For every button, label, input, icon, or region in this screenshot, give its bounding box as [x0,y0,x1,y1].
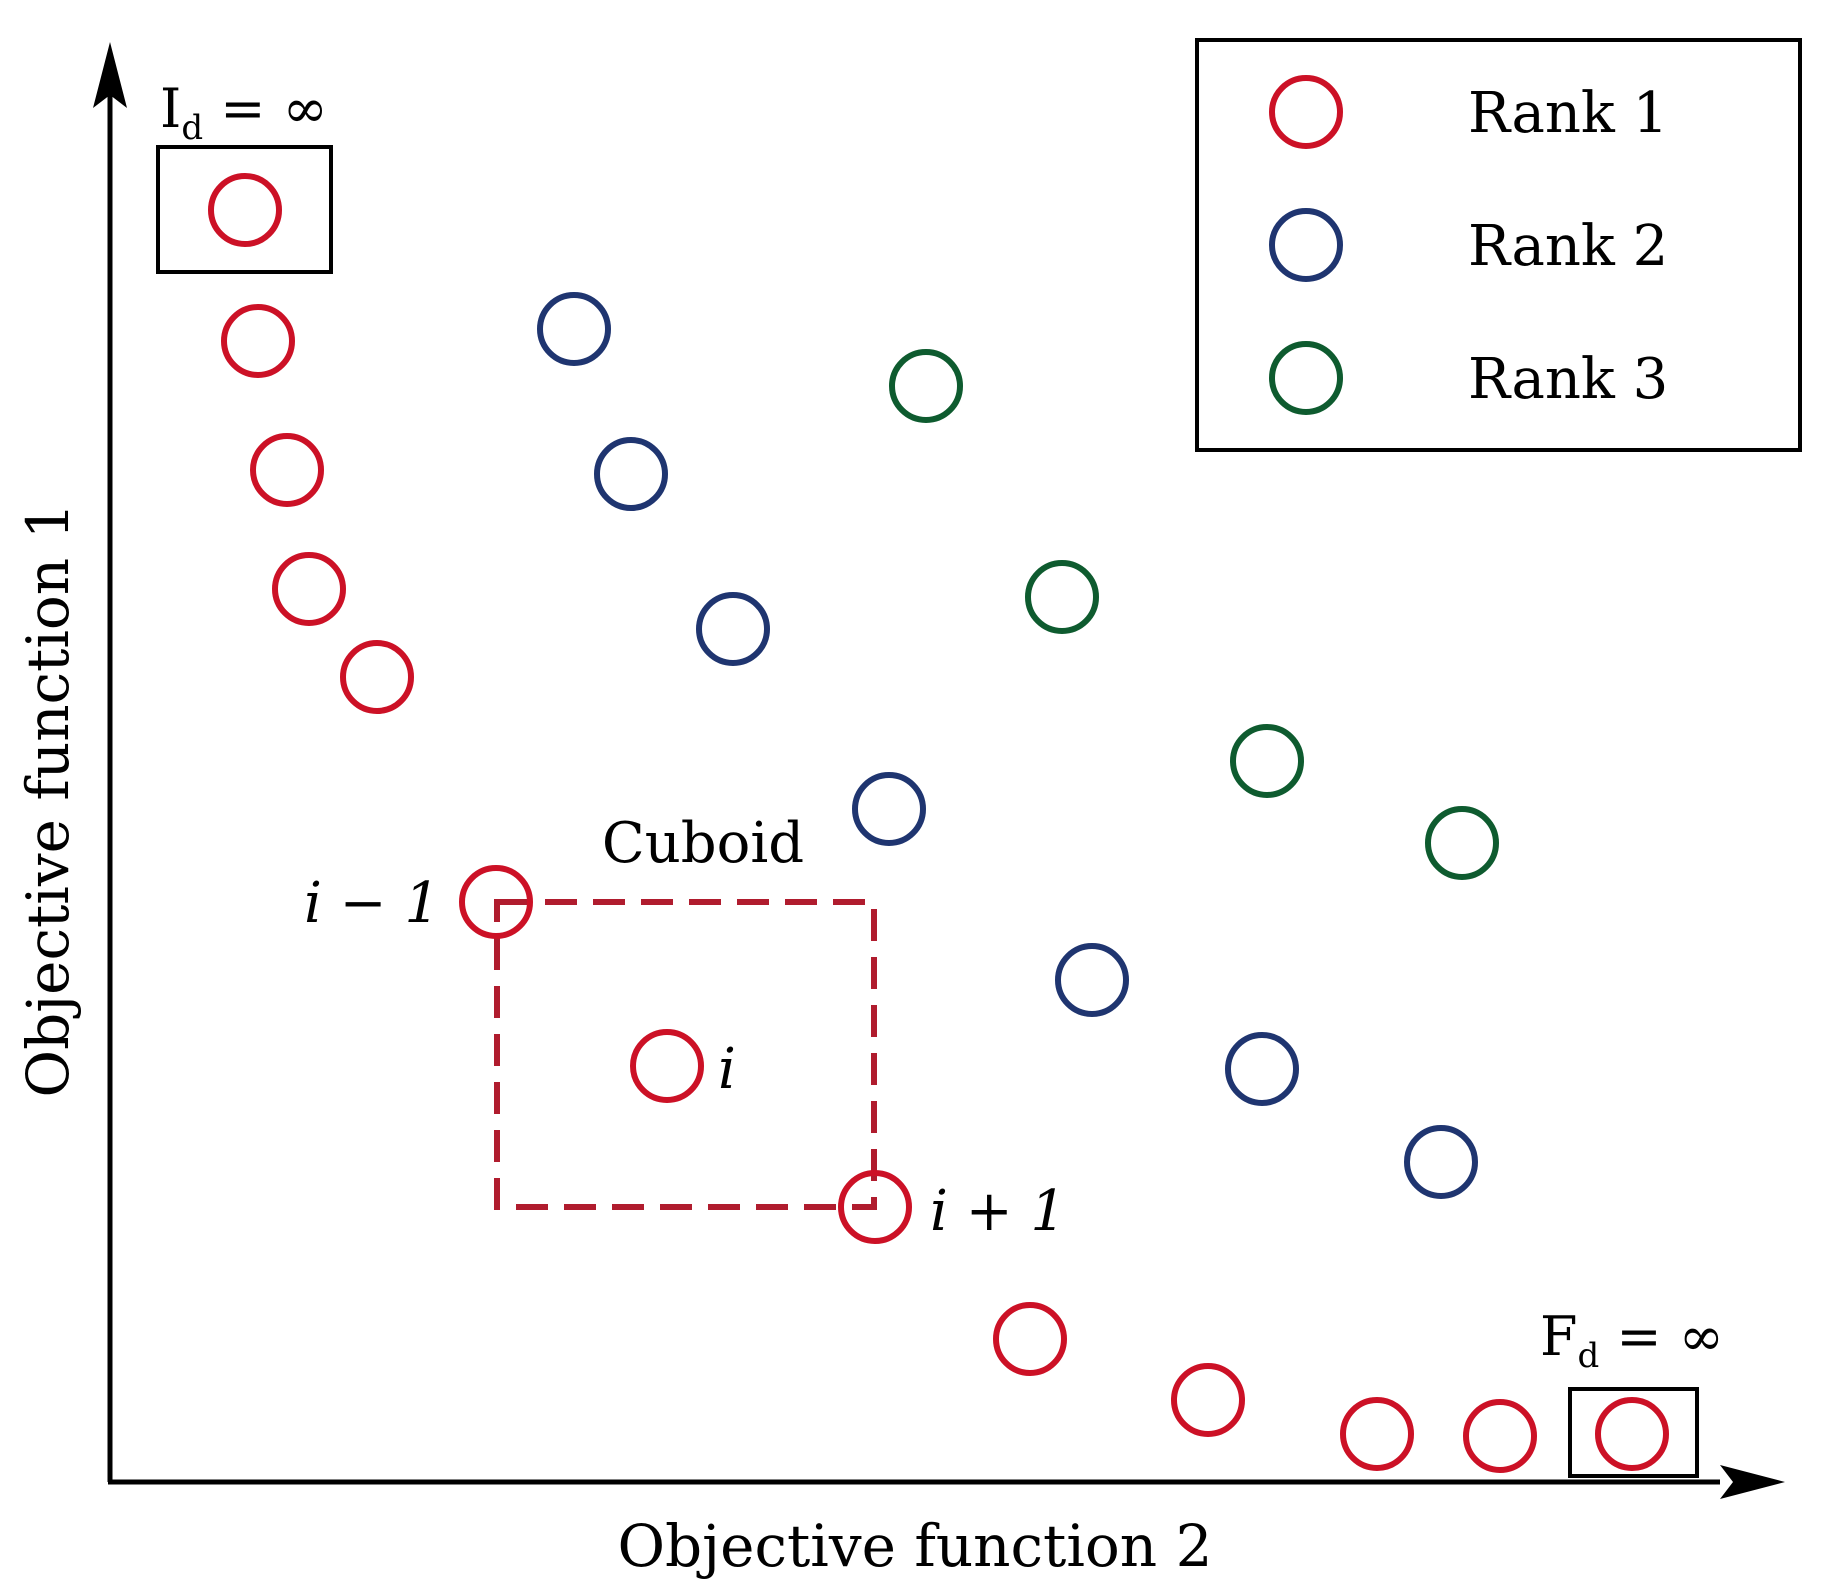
y-axis-arrow-icon [93,42,127,108]
rank-3-point [889,349,963,423]
x-axis-label: Objective function 2 [618,1512,1213,1579]
y-axis-label: Objective function 1 [14,503,82,1098]
legend-label-rank-3: Rank 3 [1468,347,1668,412]
solution-points [208,173,1669,1473]
legend-marker-rank-2 [1269,208,1343,282]
label-id-rest: = ∞ [203,77,328,140]
label-id-main: I [160,77,181,140]
rank-1-point [221,304,295,378]
rank-3-point [1230,724,1304,798]
rank-1-point [1463,1399,1537,1473]
axes [93,42,1785,1499]
rank-3-point [1425,806,1499,880]
legend-label-rank-1: Rank 1 [1468,81,1668,146]
rank-1-point [208,173,282,247]
label-i: i [718,1037,736,1102]
rank-1-point [838,1170,912,1244]
rank-2-point [1225,1032,1299,1106]
rank-1-point [993,1302,1067,1376]
legend: Rank 1 Rank 2 Rank 3 [1195,38,1802,452]
cuboid-rectangle [494,899,877,1210]
legend-label-rank-2: Rank 2 [1468,214,1668,279]
label-id-infinity: Id = ∞ [160,77,328,148]
rank-1-point [459,865,533,939]
rank-2-point [594,437,668,511]
rank-2-point [537,292,611,366]
label-i-plus-1: i + 1 [930,1179,1066,1244]
label-fd-sub: d [1577,1336,1599,1376]
boundary-box-right [1568,1387,1699,1478]
rank-1-point [1595,1397,1669,1471]
rank-2-point [1404,1125,1478,1199]
legend-marker-rank-3 [1269,341,1343,415]
rank-2-point [852,772,926,846]
label-fd-infinity: Fd = ∞ [1540,1305,1724,1376]
rank-1-point [272,552,346,626]
label-fd-rest: = ∞ [1599,1305,1724,1368]
label-fd-main: F [1540,1305,1577,1368]
label-id-sub: d [181,108,203,148]
x-axis-arrow-icon [1720,1465,1785,1499]
rank-1-point [1340,1397,1414,1471]
rank-1-point [250,433,324,507]
rank-1-point [630,1029,704,1103]
boundary-box-left [156,145,333,274]
legend-box [1195,38,1802,452]
legend-marker-rank-1 [1269,75,1343,149]
rank-3-point [1025,560,1099,634]
label-i-minus-1: i − 1 [304,871,440,936]
rank-2-point [1055,943,1129,1017]
rank-2-point [696,592,770,666]
rank-1-point [1171,1363,1245,1437]
label-cuboid: Cuboid [602,811,804,876]
rank-1-point [340,640,414,714]
